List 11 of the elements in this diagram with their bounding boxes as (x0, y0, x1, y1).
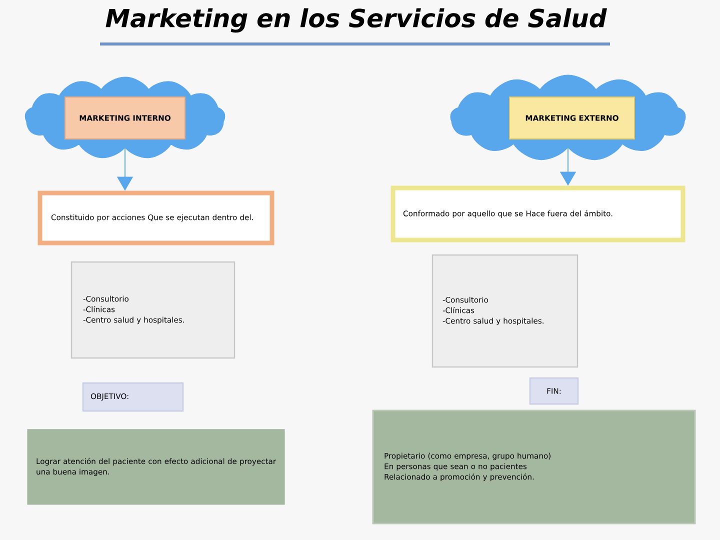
description-box (38, 190, 274, 246)
title-box (509, 96, 635, 140)
title-box (64, 96, 186, 140)
description-box (390, 186, 686, 242)
list-box (432, 254, 578, 368)
list-box (70, 261, 236, 359)
label-box (529, 377, 579, 405)
text-box (27, 429, 285, 505)
text-box (372, 410, 696, 524)
label-box (82, 382, 184, 412)
title: Marketing en los Servicios de Salud (106, 8, 607, 33)
